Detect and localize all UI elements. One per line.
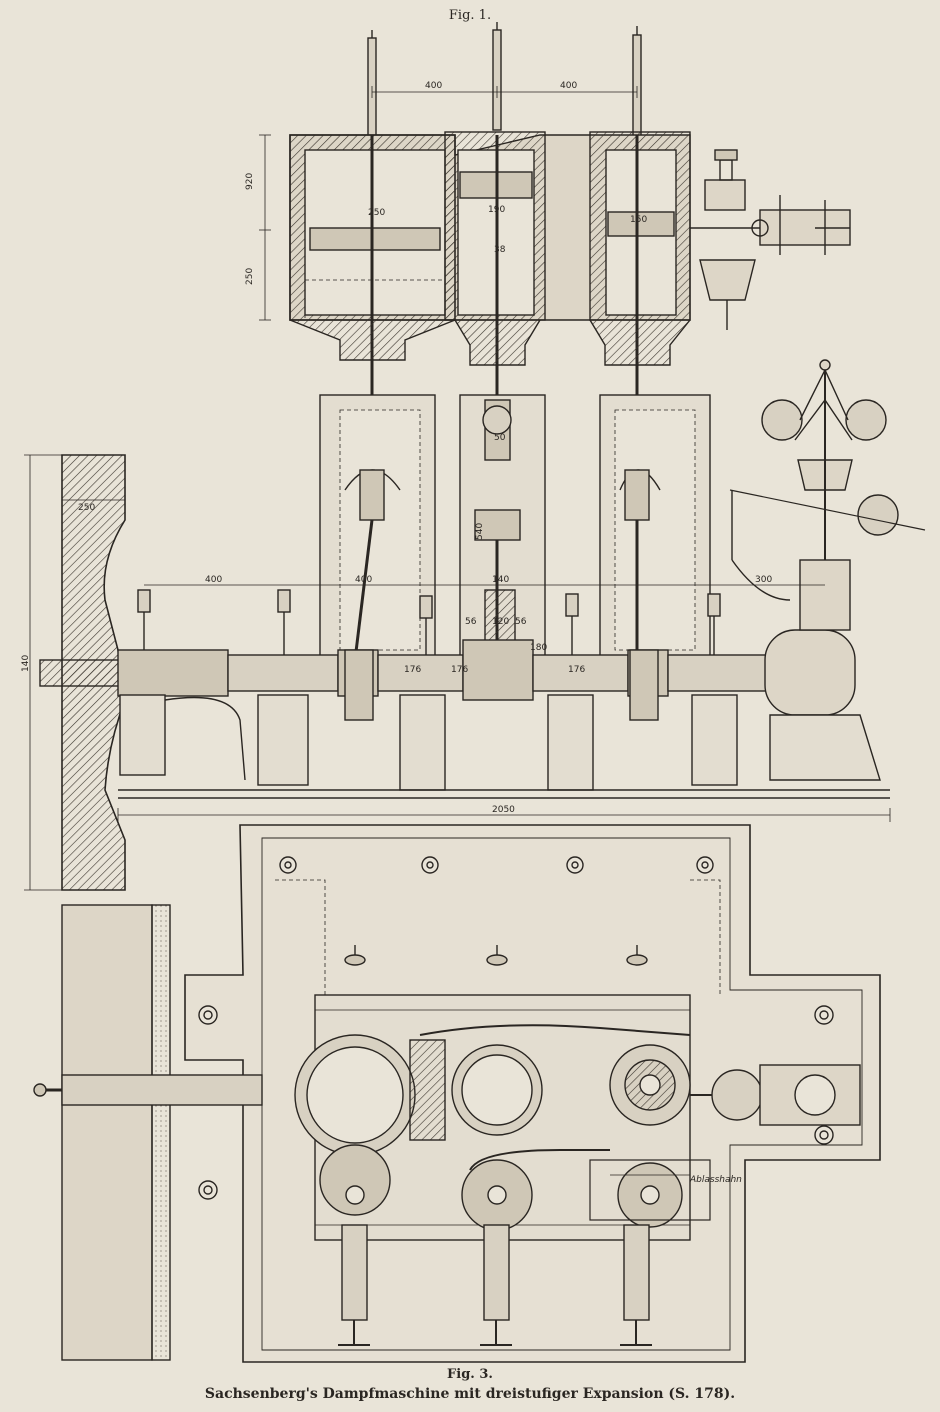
dim-crank-a: 56 <box>465 617 477 627</box>
dim-flywheel-rim: 250 <box>78 503 95 513</box>
mp-rod-top <box>492 29 502 131</box>
dim-cyl-height: 920 <box>245 173 255 190</box>
fig1-elevation <box>24 22 926 891</box>
dim-top-left-pitch: 400 <box>425 81 442 91</box>
dim-hub: 140 <box>21 655 31 672</box>
dim-bearing-2: 176 <box>451 665 468 675</box>
dim-crank-b: 120 <box>492 617 509 627</box>
dim-valve: 50 <box>494 433 506 443</box>
dim-bearing-4: 176 <box>568 665 585 675</box>
crankshaft <box>39 559 856 721</box>
dim-pitch-1: 400 <box>205 575 222 585</box>
dim-crank-c: 56 <box>515 617 527 627</box>
drain-label: Ablasshahn <box>689 1175 742 1185</box>
dim-frame-height: 540 <box>475 523 485 540</box>
dim-bearing-1: 176 <box>404 665 421 675</box>
fig3-plan <box>33 824 881 1363</box>
dim-mp-bore: 190 <box>488 205 505 215</box>
dim-overall-length: 2050 <box>492 805 515 815</box>
governor <box>729 359 926 601</box>
dim-hp-bore: 250 <box>368 208 385 218</box>
oilers <box>137 589 721 655</box>
dim-lp-bore: 150 <box>630 215 647 225</box>
dim-rod: 38 <box>494 245 506 255</box>
frame-columns <box>319 394 711 661</box>
figure-caption: Sachsenberg's Dampfmaschine mit dreistuf… <box>204 1386 736 1402</box>
dim-bearing-3: 180 <box>530 643 547 653</box>
dim-shaft: 140 <box>492 575 509 585</box>
bedplate <box>117 694 891 822</box>
figure-3-label: Fig. 3. <box>447 1367 493 1382</box>
dim-pitch-3: 300 <box>755 575 772 585</box>
dimension-labels: 400 400 920 250 250 190 150 38 50 540 25… <box>21 81 772 1185</box>
dim-stroke: 250 <box>245 268 255 285</box>
figure-1-label: Fig. 1. <box>448 8 492 23</box>
dim-pitch-2: 400 <box>355 575 372 585</box>
dim-top-right-pitch: 400 <box>560 81 577 91</box>
